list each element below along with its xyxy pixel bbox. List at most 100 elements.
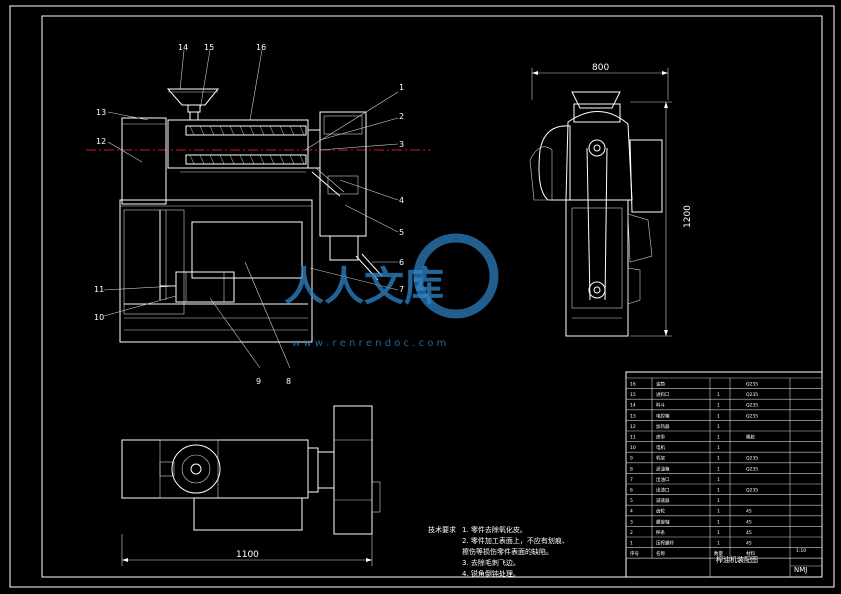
plan-hopper-circle [171, 444, 221, 494]
outer-border [9, 5, 835, 588]
technical-notes: 技术要求 1. 零件去除氧化皮。 2. 零件加工表面上，不应有划痕、 擦伤等损伤… [428, 525, 569, 578]
part-qty: 1 [717, 424, 720, 430]
part-no: 15 [630, 392, 636, 398]
notes-label: 技术要求 [428, 525, 456, 534]
part-material: Q235 [746, 403, 758, 409]
header-name: 名称 [656, 550, 665, 557]
callout-7: 7 [399, 285, 404, 294]
part-name: 出油口 [656, 476, 670, 483]
drawing-code: NMJ [794, 566, 807, 574]
machine-frame [119, 199, 313, 343]
part-qty: 1 [717, 466, 720, 472]
part-material: Q235 [746, 382, 758, 388]
part-qty: 1 [717, 509, 720, 515]
part-name: 加热器 [656, 423, 670, 430]
header-material: 材料 [746, 550, 755, 557]
part-material: Q235 [746, 392, 758, 398]
part-name: 油筒 [656, 381, 665, 388]
gear-circle-top [588, 139, 606, 157]
notes-line-1: 1. 零件去除氧化皮。 [462, 525, 527, 534]
part-material: Q235 [746, 413, 758, 419]
callout-4: 4 [399, 196, 404, 205]
side-view: 800 1200 [529, 63, 693, 337]
side-frame [565, 199, 629, 337]
drawing-scale: 1:10 [796, 548, 806, 554]
part-material: 45 [746, 519, 752, 525]
front-view: 1 2 3 4 5 6 7 8 9 10 11 12 13 14 15 16 [86, 43, 430, 386]
part-no: 10 [630, 445, 636, 451]
callout-10: 10 [94, 313, 104, 322]
plan-reducer [333, 405, 373, 535]
part-name: 进料口 [656, 391, 670, 398]
header-qty: 数量 [714, 550, 723, 557]
part-no: 8 [630, 466, 633, 472]
feed-inlet [187, 104, 201, 113]
part-qty: 1 [717, 392, 720, 398]
oil-filter-box [191, 221, 303, 279]
watermark-url: w w w . r e n r e n d o c . c o m [292, 338, 446, 349]
watermark-brand: 人人文库 [284, 264, 444, 310]
part-no: 9 [630, 456, 633, 462]
part-no: 6 [630, 488, 633, 494]
part-no: 2 [630, 530, 633, 536]
callout-1: 1 [399, 83, 404, 92]
part-no: 5 [630, 498, 633, 504]
part-qty: 1 [717, 498, 720, 504]
notes-line-3: 擦伤等损伤零件表面的缺陷。 [462, 547, 553, 556]
plan-body [121, 439, 309, 499]
callout-6: 6 [399, 258, 404, 267]
plan-view: 1100 [121, 405, 381, 566]
part-no: 12 [630, 424, 636, 430]
part-material: Q235 [746, 466, 758, 472]
press-barrel [167, 119, 309, 169]
part-name: 压榨螺杆 [656, 540, 674, 547]
part-material: 45 [746, 509, 752, 515]
drawing-title: 榨油机装配图 [716, 555, 758, 564]
part-qty: 1 [717, 435, 720, 441]
part-no: 1 [630, 541, 633, 547]
inner-border [41, 15, 823, 578]
callout-3: 3 [399, 140, 404, 149]
part-qty: 1 [717, 477, 720, 483]
part-name: 螺旋轴 [656, 518, 670, 525]
part-qty: 1 [717, 445, 720, 451]
part-name: 料斗 [656, 402, 665, 409]
part-material: Q235 [746, 456, 758, 462]
part-material: 橡胶 [746, 434, 755, 441]
part-name: 减速器 [656, 497, 670, 504]
part-no: 16 [630, 382, 636, 388]
part-qty: 1 [717, 519, 720, 525]
callout-14: 14 [178, 43, 188, 52]
part-qty: 1 [717, 413, 720, 419]
callout-16: 16 [256, 43, 266, 52]
part-material: 45 [746, 541, 752, 547]
part-qty: 1 [717, 403, 720, 409]
callout-2: 2 [399, 112, 404, 121]
part-qty: 1 [717, 488, 720, 494]
hopper [166, 88, 220, 106]
part-name: 榨条 [656, 529, 665, 536]
callout-9: 9 [256, 377, 261, 386]
part-no: 13 [630, 413, 636, 419]
part-no: 11 [630, 435, 636, 441]
part-name: 电机 [656, 444, 665, 451]
dim-side-width: 800 [592, 63, 609, 73]
control-box [121, 117, 167, 205]
slag-outlet [355, 255, 379, 281]
part-no: 3 [630, 519, 633, 525]
watermark: 人人文库 w w w . r e n r e n d o c . c o m [284, 233, 499, 349]
part-name: 电控箱 [656, 412, 670, 419]
part-name: 出渣口 [656, 487, 670, 494]
header-no: 序号 [630, 550, 639, 557]
callout-12: 12 [96, 137, 106, 146]
dim-plan-length: 1100 [236, 550, 259, 560]
dim-side-height: 1200 [683, 205, 693, 228]
callout-11: 11 [94, 285, 104, 294]
callout-15: 15 [204, 43, 214, 52]
notes-line-4: 3. 去除毛刺飞边。 [462, 558, 520, 567]
notes-line-2: 2. 零件加工表面上，不应有划痕、 [462, 536, 569, 545]
part-name: 齿轮 [656, 508, 665, 515]
part-material: Q235 [746, 488, 758, 494]
notes-line-5: 4. 锐角倒钝处理。 [462, 569, 520, 578]
